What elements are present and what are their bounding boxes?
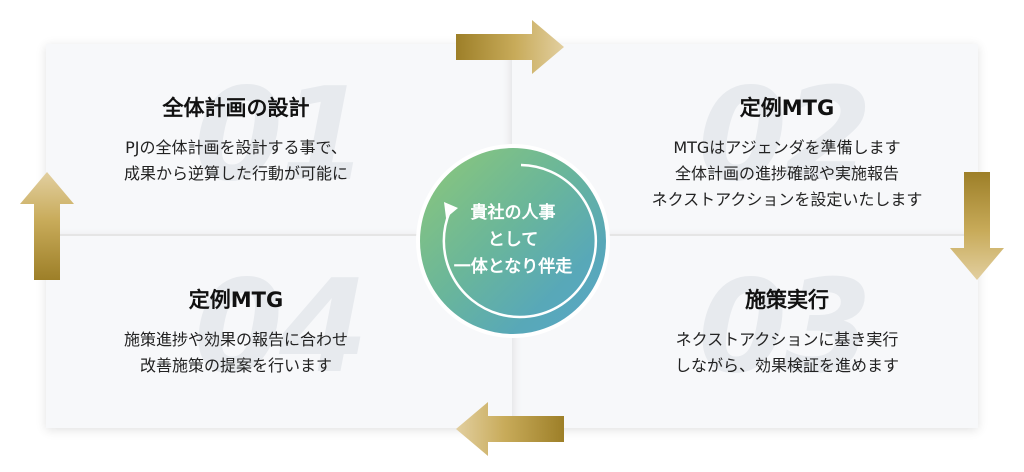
step-number-watermark: 01	[194, 61, 368, 210]
step-title: 全体計画の設計	[162, 96, 310, 120]
step-number-watermark: 04	[194, 253, 368, 402]
step-number-watermark: 03	[698, 253, 872, 402]
step-description-line: ネクストアクションに基き実行	[675, 330, 899, 350]
step-description-line: MTGはアジェンダを準備します	[673, 138, 901, 158]
step-description-line: 全体計画の進捗確認や実施報告	[674, 164, 899, 184]
step-description-line: ネクストアクションを設定いたします	[651, 190, 923, 210]
step-description: MTGはアジェンダを準備します 全体計画の進捗確認や実施報告 ネクストアクション…	[612, 135, 962, 213]
step-description: PJの全体計画を設計する事で、 成果から逆算した行動が可能に	[86, 135, 386, 187]
step-title: 施策実行	[745, 288, 829, 312]
step-description-line: しながら、効果検証を進めます	[674, 356, 899, 376]
cycle-ring-icon	[442, 163, 598, 319]
step-description-line: PJの全体計画を設計する事で、	[125, 138, 347, 158]
center-message-line: 一体となり伴走	[453, 257, 573, 277]
step-number-watermark: 02	[698, 61, 872, 210]
step-description-line: 施策進捗や効果の報告に合わせ	[123, 330, 348, 350]
center-message: 貴社の人事 として 一体となり伴走	[420, 200, 606, 281]
step-description: ネクストアクションに基き実行 しながら、効果検証を進めます	[612, 327, 962, 379]
arrow-right-icon	[456, 20, 564, 74]
step-description: 施策進捗や効果の報告に合わせ 改善施策の提案を行います	[86, 327, 386, 379]
step-card-1: 01 全体計画の設計 PJの全体計画を設計する事で、 成果から逆算した行動が可能…	[46, 44, 512, 234]
arrow-left-icon	[456, 402, 564, 456]
center-message-line: 貴社の人事	[470, 203, 556, 223]
arrow-down-icon	[950, 172, 1004, 280]
arrow-up-icon	[20, 172, 74, 280]
center-circle: 貴社の人事 として 一体となり伴走	[420, 148, 606, 334]
step-description-line: 改善施策の提案を行います	[139, 356, 332, 376]
step-description-line: 成果から逆算した行動が可能に	[123, 164, 348, 184]
center-message-line: として	[487, 230, 539, 250]
step-title: 定例MTG	[188, 288, 284, 312]
step-title: 定例MTG	[739, 96, 835, 120]
